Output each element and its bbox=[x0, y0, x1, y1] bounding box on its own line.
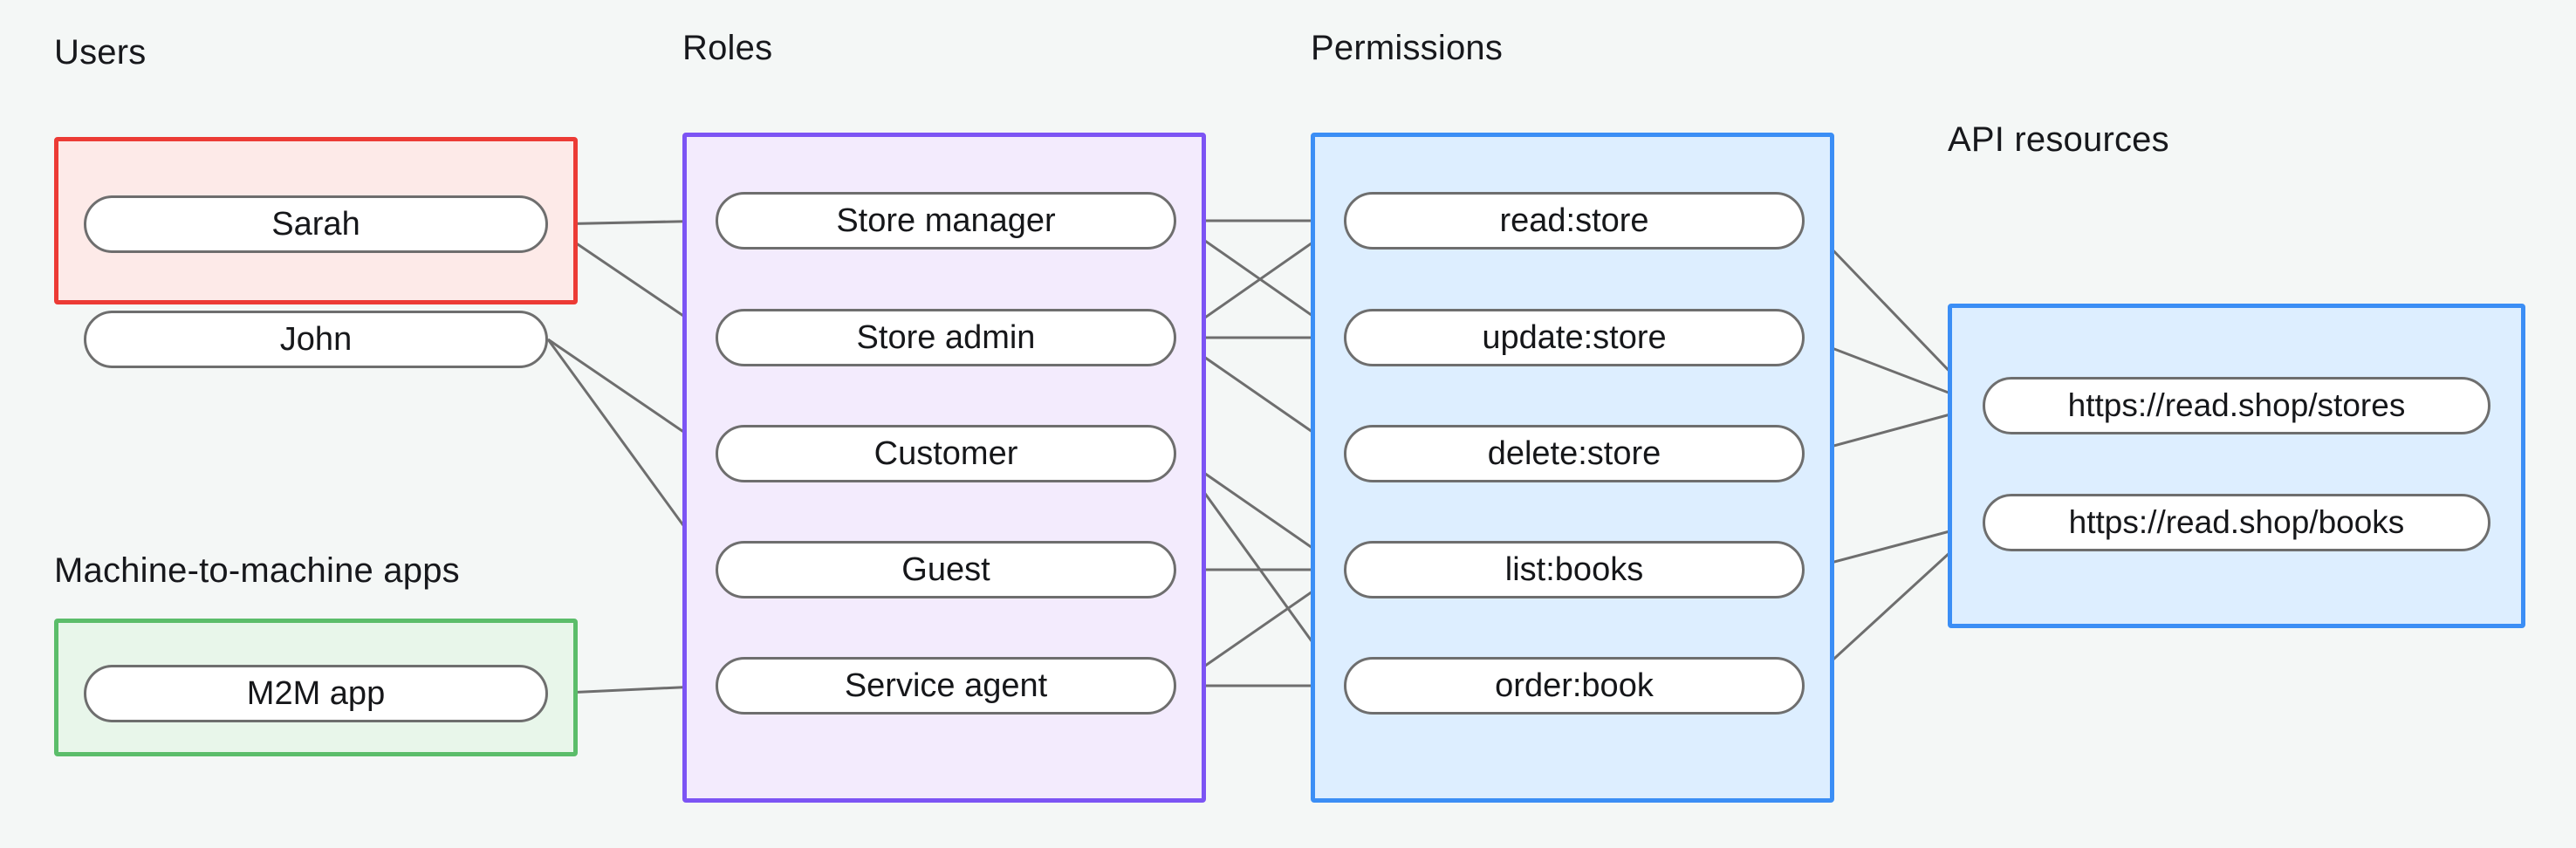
node-m2m-app[interactable]: M2M app bbox=[84, 665, 548, 722]
node-delete-store[interactable]: delete:store bbox=[1344, 425, 1805, 482]
node-sarah[interactable]: Sarah bbox=[84, 195, 548, 253]
node-read-store[interactable]: read:store bbox=[1344, 192, 1805, 250]
node-resource-books[interactable]: https://read.shop/books bbox=[1983, 494, 2490, 551]
node-customer[interactable]: Customer bbox=[716, 425, 1176, 482]
node-store-manager[interactable]: Store manager bbox=[716, 192, 1176, 250]
group-title-users: Users bbox=[54, 33, 147, 72]
node-list-books[interactable]: list:books bbox=[1344, 541, 1805, 598]
node-service-agent[interactable]: Service agent bbox=[716, 657, 1176, 715]
group-title-m2m: Machine-to-machine apps bbox=[54, 551, 460, 590]
node-john[interactable]: John bbox=[84, 311, 548, 368]
node-update-store[interactable]: update:store bbox=[1344, 309, 1805, 366]
group-box-api-resources bbox=[1948, 304, 2525, 628]
node-store-admin[interactable]: Store admin bbox=[716, 309, 1176, 366]
node-resource-stores[interactable]: https://read.shop/stores bbox=[1983, 377, 2490, 434]
node-guest[interactable]: Guest bbox=[716, 541, 1176, 598]
node-order-book[interactable]: order:book bbox=[1344, 657, 1805, 715]
group-title-roles: Roles bbox=[682, 29, 773, 67]
group-title-api-resources: API resources bbox=[1948, 120, 2169, 159]
group-title-permissions: Permissions bbox=[1311, 29, 1504, 67]
